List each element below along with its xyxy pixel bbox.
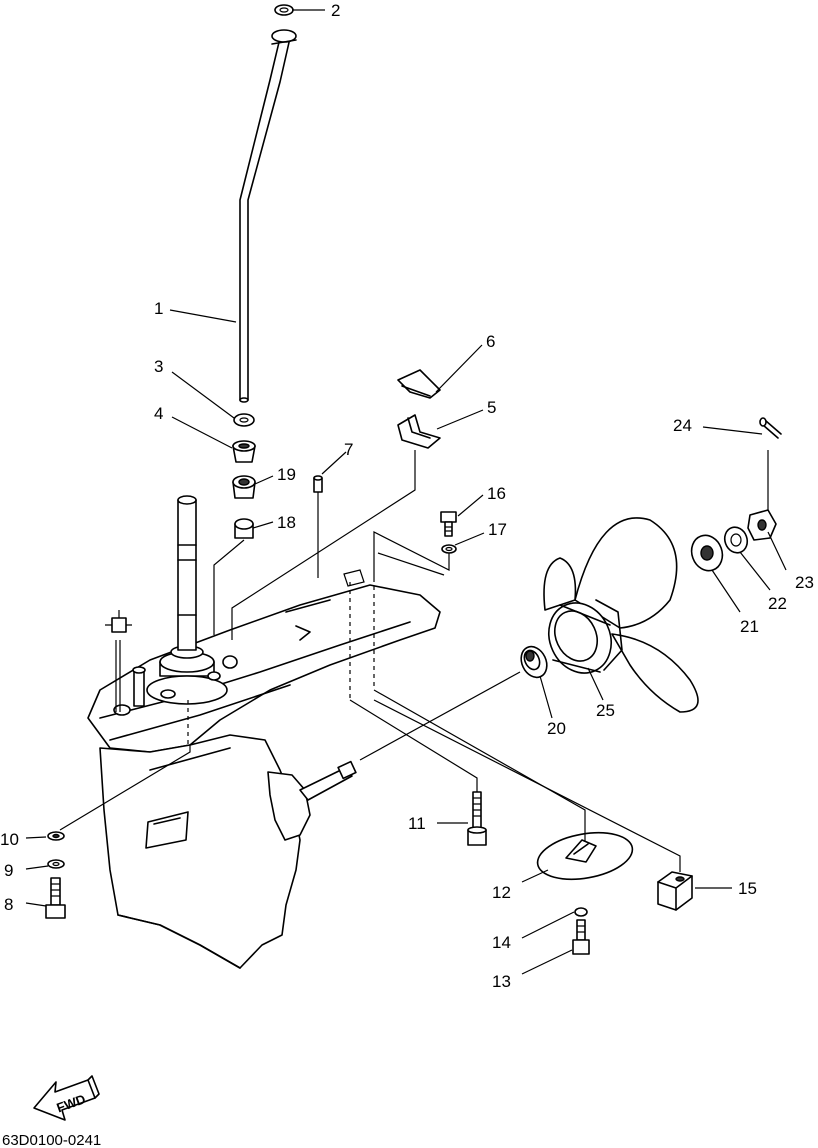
callout-3: 3 — [154, 357, 163, 376]
callout-18: 18 — [277, 513, 296, 532]
callout-4: 4 — [154, 404, 163, 423]
callout-16: 16 — [487, 484, 506, 503]
lower-case-housing — [87, 584, 441, 969]
drive-shaft — [177, 495, 197, 651]
callout-1: 1 — [154, 299, 163, 318]
callout-14: 14 — [492, 933, 511, 952]
bolt-small — [440, 511, 457, 537]
callout-9: 9 — [4, 861, 13, 880]
rubber-damper — [397, 369, 441, 399]
washer-small — [441, 544, 457, 554]
callout-24: 24 — [673, 416, 692, 435]
callout-17: 17 — [488, 520, 507, 539]
housing-washer-spring — [47, 859, 65, 869]
callout-22: 22 — [768, 594, 787, 613]
assembly-guides — [59, 450, 769, 872]
callout-13: 13 — [492, 972, 511, 991]
water-tube-grommet — [232, 475, 256, 499]
callout-15: 15 — [738, 879, 757, 898]
callout-8: 8 — [4, 895, 13, 914]
callout-21: 21 — [740, 617, 759, 636]
propeller-washer — [723, 526, 749, 554]
grommet — [232, 440, 256, 463]
shift-linkage — [105, 610, 132, 712]
anode-block — [657, 871, 693, 911]
seal-ring — [233, 413, 255, 427]
housing-bolt — [45, 877, 66, 919]
housing-washer — [47, 831, 65, 841]
callout-20: 20 — [547, 719, 566, 738]
dowel-pin — [313, 475, 323, 493]
propeller-nut — [747, 509, 777, 541]
callout-5: 5 — [487, 398, 496, 417]
bolt-long — [467, 791, 487, 846]
thrust-washer — [520, 645, 548, 679]
propeller — [543, 517, 699, 713]
callout-23: 23 — [795, 573, 814, 592]
rubber-holder — [397, 414, 441, 449]
callout-12: 12 — [492, 883, 511, 902]
cotter-pin — [759, 417, 782, 439]
forward-direction-arrow: FWD — [33, 1075, 100, 1121]
callout-labels: 2 1 3 4 6 5 7 19 18 16 17 24 23 22 21 25… — [0, 1, 814, 991]
callout-19: 19 — [277, 465, 296, 484]
anode-washer — [574, 907, 588, 917]
callout-11: 11 — [408, 814, 426, 833]
callout-leaders — [25, 9, 787, 975]
anode-bolt — [572, 919, 590, 955]
callout-10: 10 — [0, 830, 19, 849]
grommet-top — [274, 4, 294, 16]
trim-anode — [536, 831, 634, 881]
collar — [234, 518, 254, 539]
callout-2: 2 — [331, 1, 340, 20]
callout-7: 7 — [344, 440, 353, 459]
water-tube — [239, 29, 297, 403]
callout-25: 25 — [596, 701, 615, 720]
spline-spacer — [690, 534, 724, 572]
callout-6: 6 — [486, 332, 495, 351]
drawing-code: 63D0100-0241 — [2, 1132, 101, 1148]
